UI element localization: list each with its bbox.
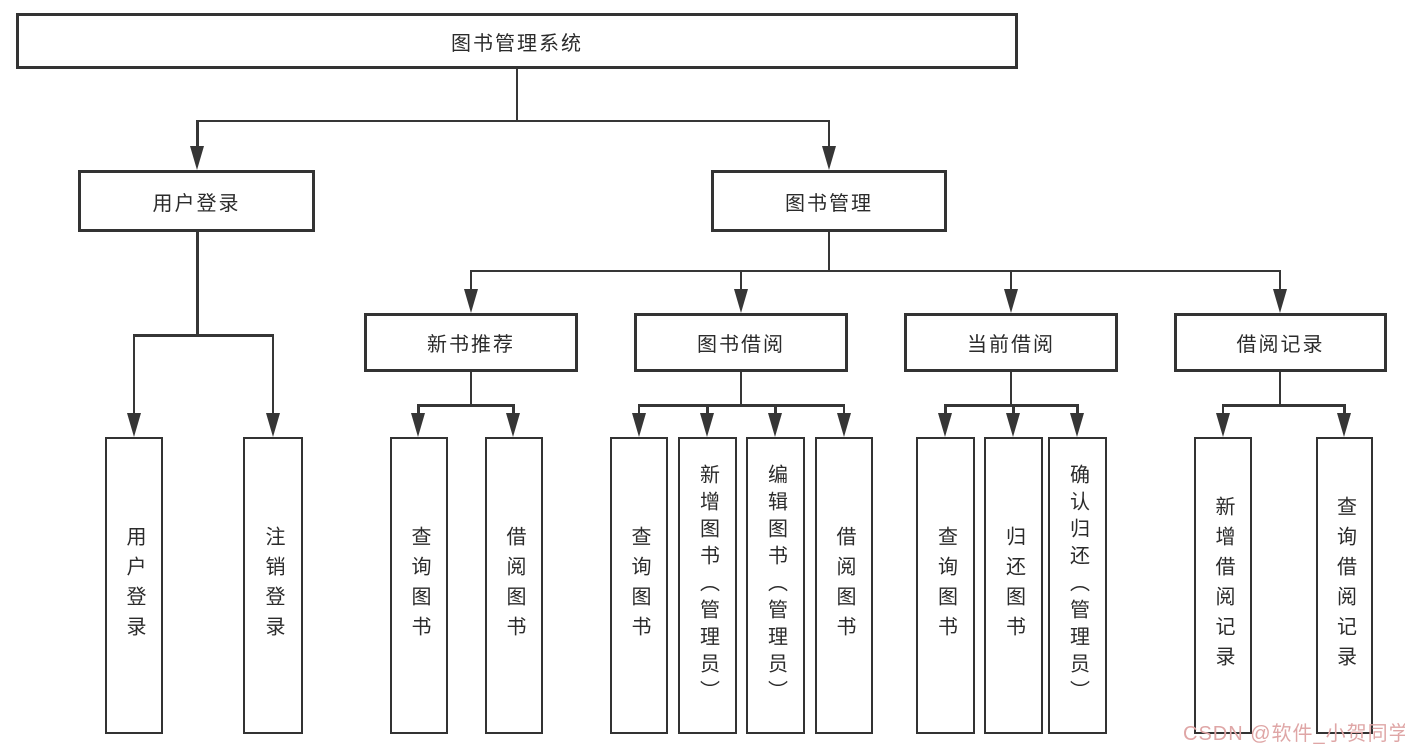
connector-line [739, 269, 743, 292]
connector-line [944, 404, 947, 415]
connector-line [196, 119, 199, 149]
connector-line [827, 119, 831, 149]
leaf-label: 编辑图书（管理员） [764, 464, 787, 707]
connector-line [637, 404, 641, 415]
connector-line [1009, 372, 1013, 406]
leaf-label: 借阅图书 [503, 525, 525, 646]
leaf-br-add-record: 新增借阅记录 [1194, 437, 1252, 734]
connector-line [827, 232, 831, 272]
arrow-down-icon [631, 413, 646, 437]
connector-line [774, 404, 777, 415]
leaf-label: 查询图书 [408, 525, 430, 646]
leaf-label: 注销登录 [262, 525, 284, 646]
connector-line [196, 119, 831, 122]
node-label: 借阅记录 [1236, 334, 1325, 356]
connector-line [1076, 404, 1079, 415]
connector-line [417, 404, 420, 415]
arrow-down-icon [463, 289, 478, 313]
connector-line [417, 404, 515, 407]
arrow-down-icon [821, 146, 836, 170]
leaf-nb-query-book: 查询图书 [390, 437, 448, 734]
arrow-down-icon [190, 146, 204, 170]
arrow-down-icon [836, 413, 851, 437]
node-borrowing-records: 借阅记录 [1174, 313, 1387, 372]
leaf-cb-query-book: 查询图书 [916, 437, 975, 734]
arrow-down-icon [1006, 413, 1020, 437]
arrow-down-icon [506, 413, 520, 437]
connector-line [1221, 404, 1346, 407]
connector-line [132, 334, 136, 415]
node-label: 图书管理 [785, 192, 873, 215]
node-new-book-recommend: 新书推荐 [364, 313, 578, 372]
node-label: 图书借阅 [697, 334, 785, 356]
connector-line [271, 334, 275, 415]
node-current-borrowing: 当前借阅 [904, 313, 1118, 372]
arrow-down-icon [1215, 413, 1230, 437]
node-label: 新书推荐 [427, 334, 515, 356]
node-label: 用户登录 [152, 192, 241, 215]
leaf-bb-borrow-book: 借阅图书 [815, 437, 873, 734]
connector-line [469, 269, 473, 292]
node-library-system: 图书管理系统 [16, 13, 1018, 69]
leaf-label: 查询图书 [628, 525, 650, 646]
node-label: 当前借阅 [967, 334, 1055, 356]
connector-line [1278, 269, 1282, 292]
leaf-cb-confirm-return-admin: 确认归还（管理员） [1048, 437, 1107, 734]
leaf-bb-edit-book-admin: 编辑图书（管理员） [746, 437, 805, 734]
arrow-down-icon [1003, 289, 1018, 313]
connector-line [512, 404, 515, 415]
arrow-down-icon [1272, 289, 1287, 313]
leaf-label: 用户登录 [123, 525, 145, 646]
connector-line [515, 69, 519, 121]
connector-line [1221, 404, 1225, 415]
connector-line [196, 232, 199, 336]
leaf-label: 借阅图书 [833, 525, 855, 646]
connector-line [637, 404, 846, 407]
leaf-label: 新增图书（管理员） [696, 464, 719, 707]
arrow-down-icon [411, 413, 425, 437]
arrow-down-icon [1070, 413, 1084, 437]
connector-line [706, 404, 709, 415]
connector-line [469, 372, 473, 406]
arrow-down-icon [938, 413, 952, 437]
arrow-down-icon [733, 289, 748, 313]
connector-line [842, 404, 846, 415]
connector-line [739, 372, 743, 406]
leaf-label: 确认归还（管理员） [1066, 464, 1089, 707]
arrow-down-icon [700, 413, 714, 437]
connector-line [1012, 404, 1015, 415]
leaf-label: 新增借阅记录 [1212, 495, 1234, 676]
leaf-label: 查询借阅记录 [1333, 495, 1356, 676]
arrow-down-icon [1337, 413, 1351, 437]
node-book-borrowing: 图书借阅 [634, 313, 848, 372]
leaf-label: 查询图书 [934, 525, 957, 646]
leaf-logout: 注销登录 [243, 437, 303, 734]
node-book-management: 图书管理 [711, 170, 947, 232]
arrow-down-icon [768, 413, 782, 437]
leaf-cb-return-book: 归还图书 [984, 437, 1043, 734]
leaf-nb-borrow-book: 借阅图书 [485, 437, 543, 734]
connector-line [469, 269, 1281, 272]
connector-line [1278, 372, 1282, 406]
csdn-watermark: CSDN @软件_小贺同学 [1183, 723, 1405, 745]
connector-line [1009, 269, 1013, 292]
arrow-down-icon [126, 413, 141, 437]
leaf-user-login: 用户登录 [105, 437, 163, 734]
node-user-login: 用户登录 [78, 170, 315, 232]
leaf-bb-add-book-admin: 新增图书（管理员） [678, 437, 737, 734]
leaf-label: 归还图书 [1002, 525, 1025, 646]
leaf-bb-query-book: 查询图书 [610, 437, 668, 734]
connector-line [944, 404, 1079, 407]
node-label: 图书管理系统 [451, 32, 583, 55]
leaf-br-query-record: 查询借阅记录 [1316, 437, 1373, 734]
connector-line [1343, 404, 1346, 415]
arrow-down-icon [265, 413, 280, 437]
connector-line [132, 334, 275, 337]
